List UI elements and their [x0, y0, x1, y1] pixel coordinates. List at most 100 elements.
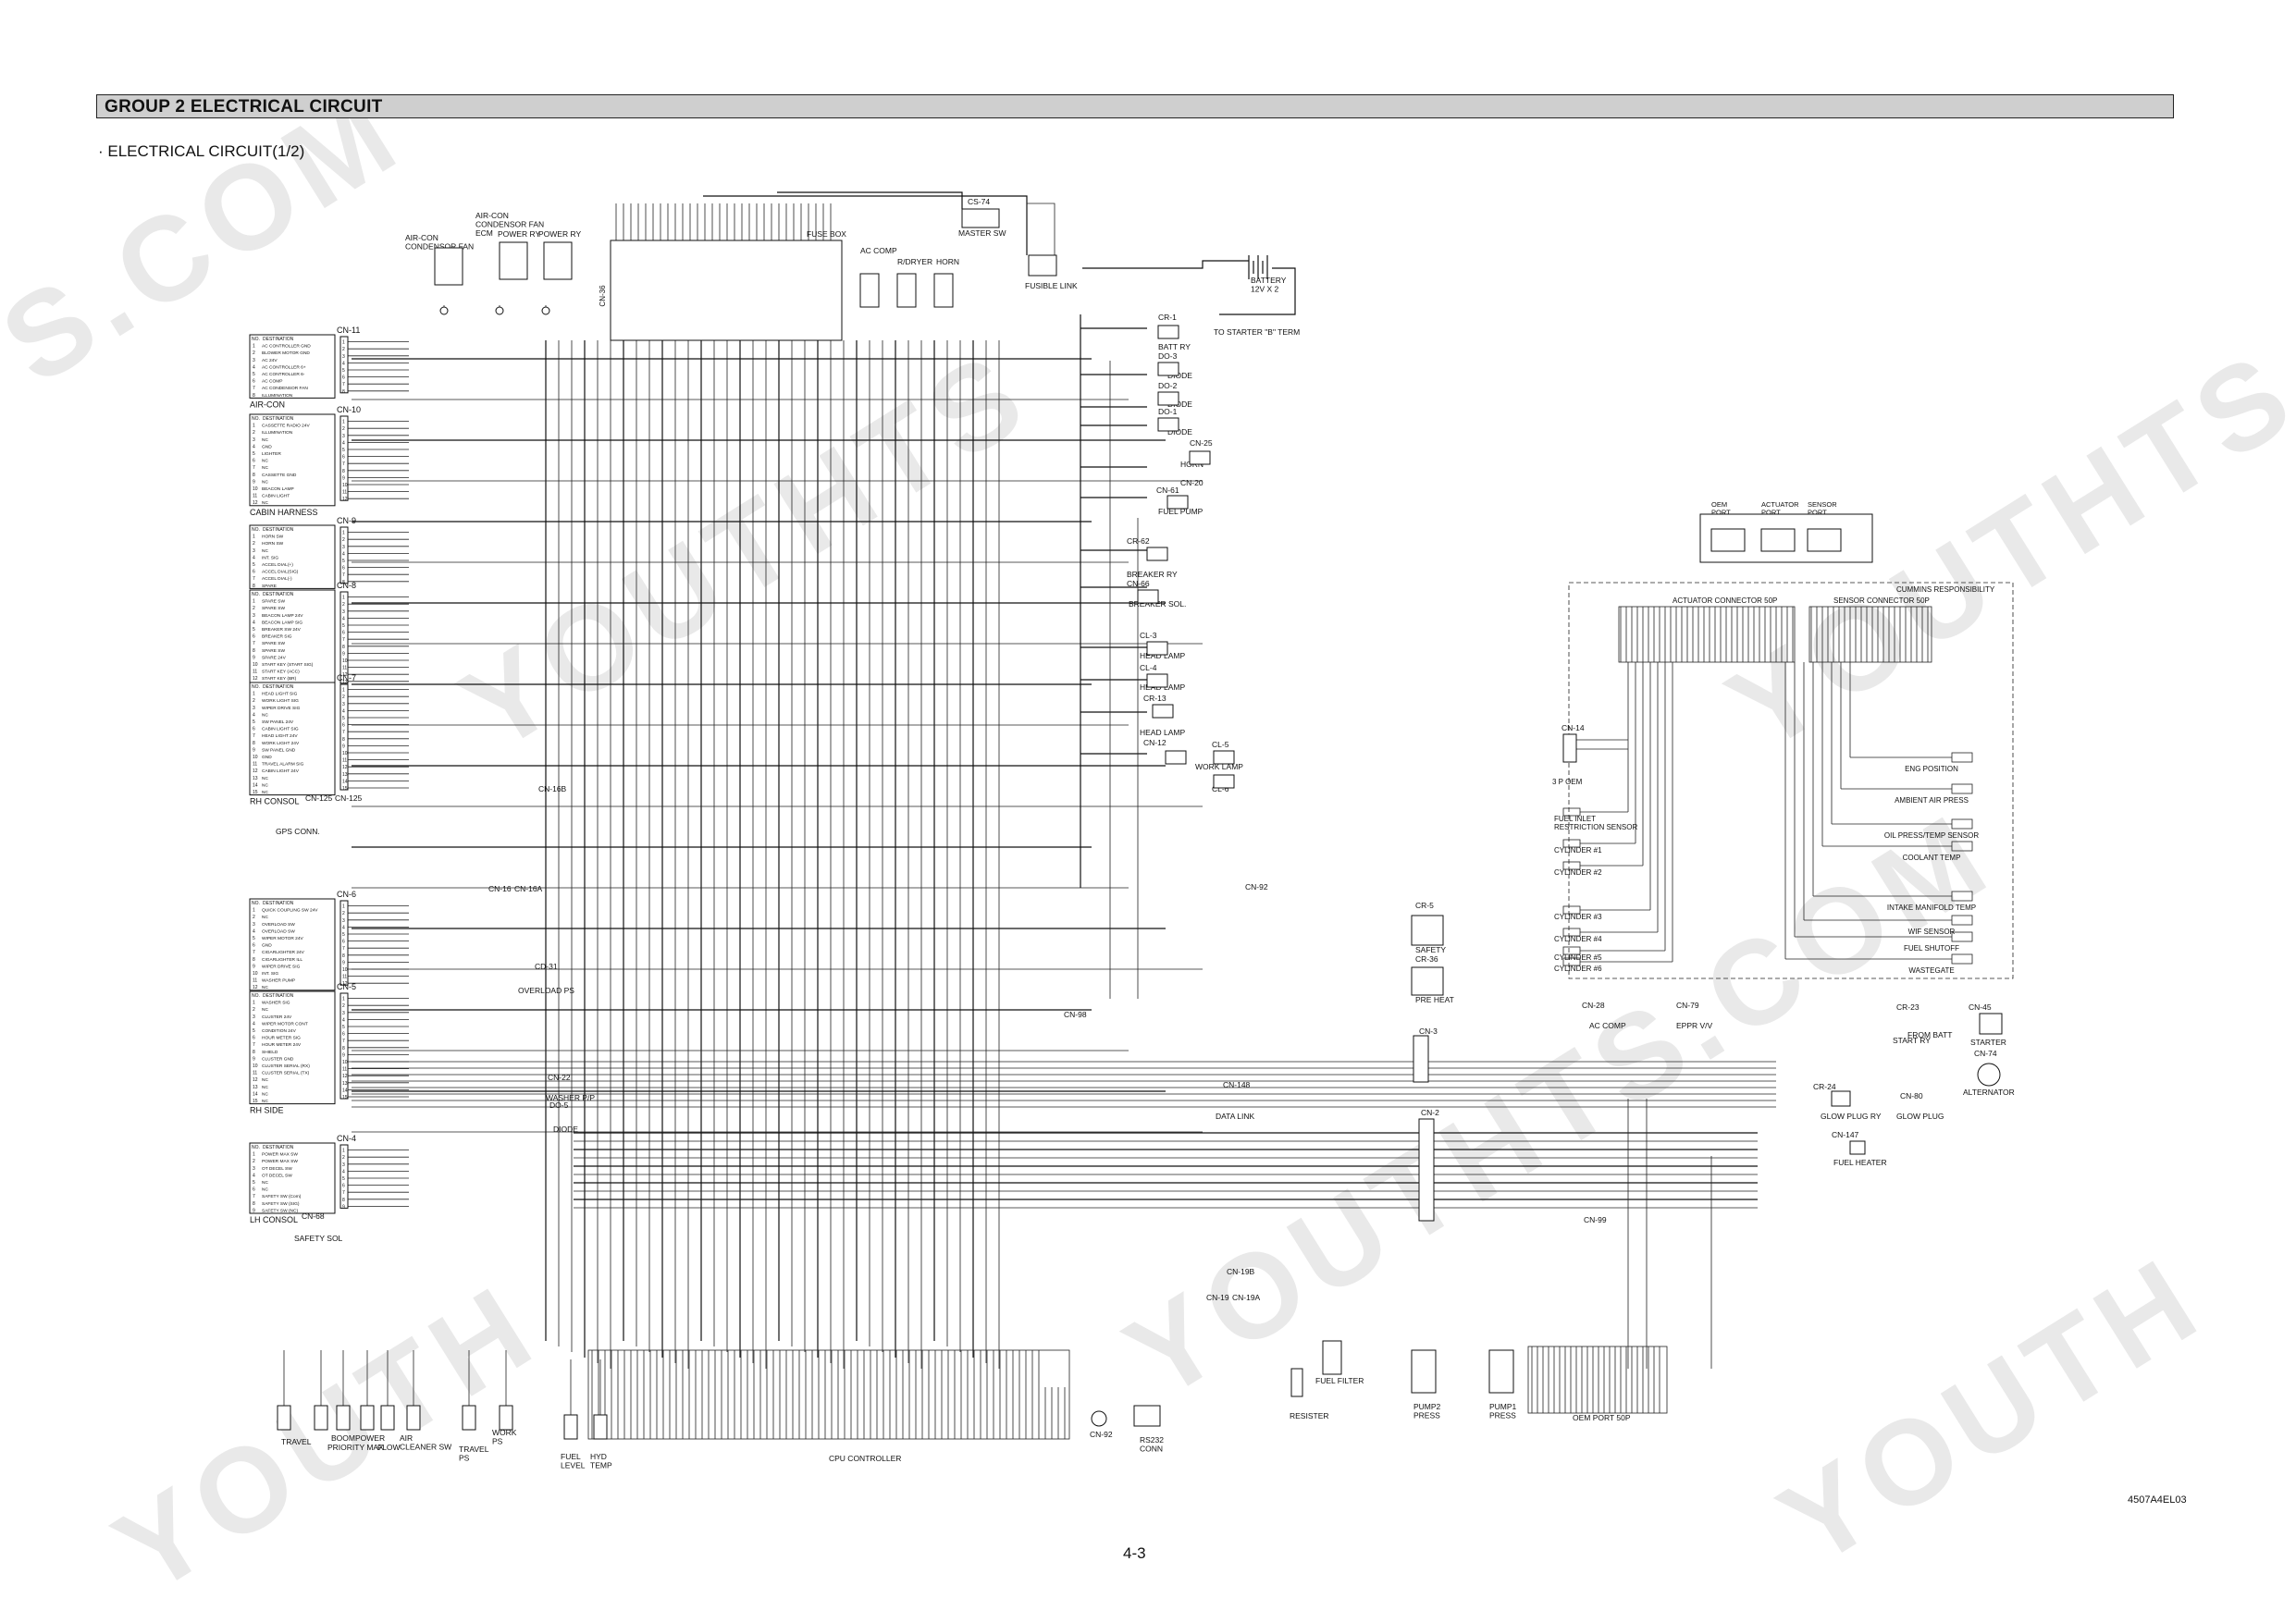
- label-line: NC: [262, 1007, 268, 1013]
- label-line: CUMMINS RESPONSIBILITY: [1896, 585, 1995, 594]
- priority-max-label: PRIORITY MAX: [327, 1443, 384, 1452]
- pin-number: 6: [342, 1184, 345, 1189]
- label-line: LH CONSOL: [250, 1215, 298, 1224]
- label-line: PRIORITY MAX: [327, 1443, 384, 1452]
- label-line: 3: [253, 358, 255, 363]
- table-row-destination: ACCEL DIAL(+): [262, 562, 293, 568]
- label-line: 3: [253, 437, 255, 443]
- component-body: [1165, 750, 1187, 765]
- label-line: FLOW: [377, 1443, 401, 1452]
- label-line: 10: [342, 483, 348, 488]
- label-line: 6: [253, 379, 255, 385]
- safety-label: SAFETY: [1415, 945, 1446, 954]
- table-row-destination: SPARE: [262, 584, 277, 589]
- label-line: 3: [253, 1014, 255, 1020]
- sensor-switch: [563, 1414, 578, 1440]
- pin-number: 1: [342, 997, 345, 1002]
- table-row-number: 8: [253, 473, 255, 478]
- label-line: 6: [253, 1036, 255, 1041]
- oem-3p-label: 3 P OEM: [1552, 778, 1583, 786]
- cn19b-label: CN-19B: [1227, 1267, 1255, 1276]
- gps-conn-label: GPS CONN.: [276, 827, 320, 836]
- label-line: PUMP2: [1413, 1402, 1441, 1411]
- label-line: SAFETY SW (NC): [262, 1208, 298, 1213]
- drawing-code: 4507A4EL03: [2128, 1494, 2187, 1506]
- label-line: DESTINATION: [263, 993, 294, 999]
- label-line: WIPER MOTOR 24V: [262, 936, 303, 941]
- label-line: 11: [342, 1067, 347, 1073]
- label-line: CN-80: [1900, 1091, 1923, 1100]
- label-line: DO-1: [1158, 407, 1178, 416]
- sensor-connector: [1808, 606, 1932, 663]
- fusible-link: [1028, 254, 1057, 277]
- label-line: 9: [253, 747, 255, 753]
- cr13-label: CR-13: [1143, 694, 1167, 703]
- wiring: [250, 191, 1952, 1439]
- label-line: 5: [253, 372, 255, 377]
- component-body: [1137, 589, 1159, 604]
- sensor-body: [1951, 891, 1973, 902]
- flow-label: FLOW: [377, 1443, 401, 1452]
- pin-number: 1: [342, 420, 345, 425]
- label-line: 1: [253, 1152, 255, 1158]
- label-line: SAFETY SW (SIG): [262, 1201, 300, 1207]
- connector-name: CN-5: [337, 982, 356, 991]
- cn68-label: CN-68: [302, 1211, 325, 1221]
- cn2-connector: [1418, 1118, 1435, 1222]
- label-line: NC: [262, 437, 268, 443]
- label-line: BREAKER RY: [1127, 570, 1178, 579]
- relay-box: [499, 241, 528, 280]
- table-row-destination: CABIN LIGHT: [262, 494, 290, 499]
- label-line: WASHER PUMP: [262, 978, 295, 984]
- engine-sensor-label: OIL PRESS/TEMP SENSOR: [1884, 831, 1979, 840]
- pin-number: 8: [342, 389, 345, 395]
- label-line: CR-36: [1415, 954, 1438, 964]
- label-line: NC: [262, 790, 268, 795]
- cn148-label: CN-148: [1223, 1080, 1251, 1089]
- label-line: BREAKER SIG: [262, 634, 292, 640]
- label-line: CR-62: [1127, 536, 1150, 546]
- label-line: CLEANER SW: [400, 1443, 451, 1452]
- cn19-label: CN-19: [1206, 1293, 1229, 1302]
- connector-pins: [339, 526, 349, 584]
- sensor-switch: [406, 1405, 421, 1431]
- label-line: 12: [342, 497, 348, 502]
- label-line: DESTINATION: [263, 337, 294, 342]
- label-line: 14: [253, 1091, 258, 1097]
- table-row-destination: GND: [262, 943, 272, 949]
- connector-table: [249, 990, 336, 1105]
- label-line: NO.: [252, 337, 260, 342]
- label-line: CN-28: [1582, 1001, 1605, 1010]
- cl6-label: CL-6: [1212, 784, 1229, 793]
- label-line: 2: [253, 606, 255, 611]
- ac-comp-label: AC COMP: [1589, 1021, 1626, 1030]
- label-line: NC: [262, 479, 268, 485]
- label-line: 13: [342, 772, 348, 778]
- label-line: CN-61: [1156, 486, 1179, 495]
- label-line: START RY: [1893, 1036, 1931, 1045]
- label-line: CASSETTE GND: [262, 473, 297, 478]
- table-row-number: 3: [253, 613, 255, 619]
- pin-number: 10: [342, 483, 348, 488]
- label-line: 2: [253, 698, 255, 704]
- table-row-destination: BREAKER SIG: [262, 634, 292, 640]
- label-line: CN-5: [337, 982, 356, 991]
- label-line: CL-3: [1140, 631, 1157, 640]
- label-line: 6: [342, 566, 345, 572]
- label-line: 3: [342, 918, 345, 924]
- actuator-connector-label: ACTUATOR CONNECTOR 50P: [1673, 596, 1777, 605]
- cr23-label: CR-23: [1896, 1002, 1920, 1012]
- pin-number: 2: [342, 347, 345, 352]
- label-line: DESTINATION: [263, 416, 294, 422]
- label-line: TRAVEL: [459, 1445, 489, 1454]
- label-line: DESTINATION: [263, 1145, 294, 1150]
- label-line: 8: [253, 957, 255, 963]
- label-line: 8: [253, 648, 255, 654]
- table-row-number: 1: [253, 599, 255, 605]
- label-line: GLOW PLUG RY: [1821, 1112, 1882, 1121]
- label-line: CN-19B: [1227, 1267, 1255, 1276]
- table-row-destination: INT. SIG: [262, 555, 278, 560]
